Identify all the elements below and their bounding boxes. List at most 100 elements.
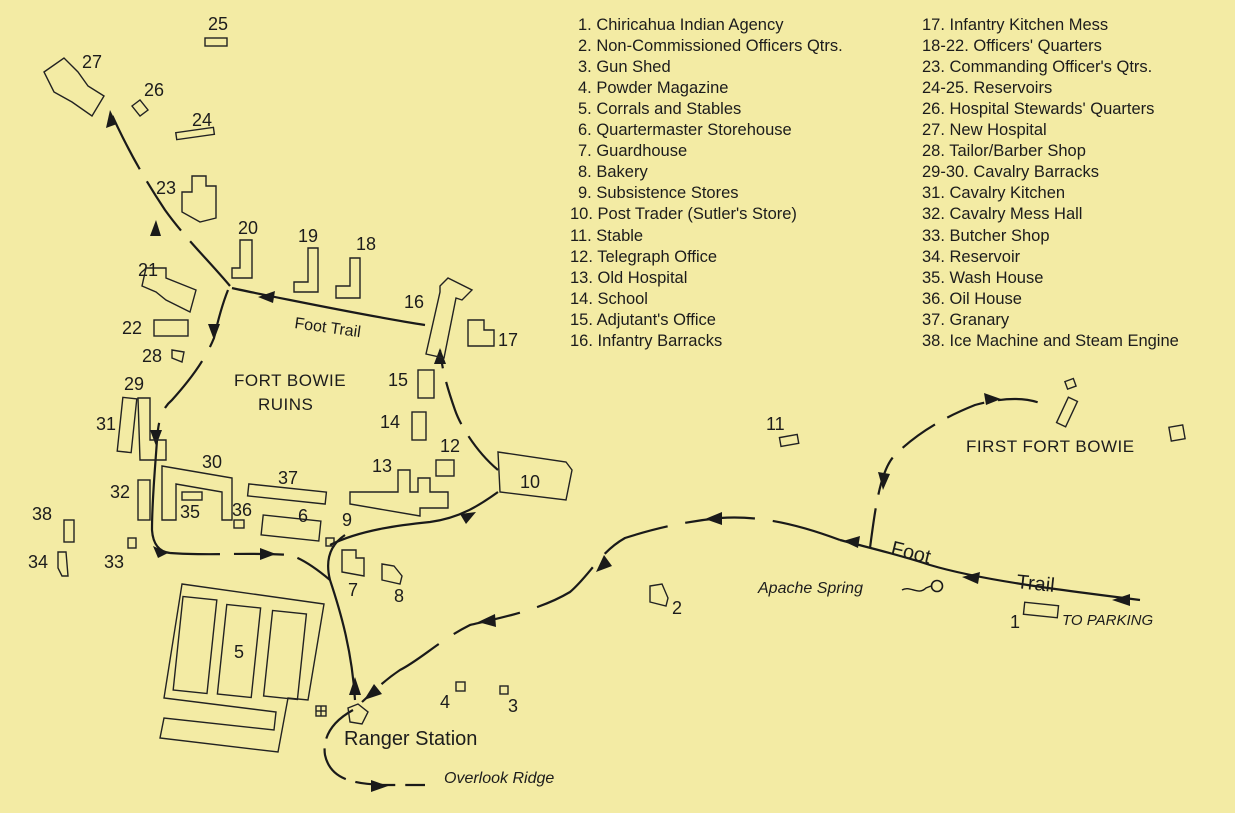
num-17: 17: [498, 330, 518, 350]
num-25: 25: [208, 14, 228, 34]
legend-item: 15. Adjutant's Office: [570, 311, 716, 329]
building-33: [127, 537, 137, 549]
legend-column-2: 17. Infantry Kitchen Mess 18-22. Officer…: [922, 16, 1179, 350]
legend-item: 29-30. Cavalry Barracks: [922, 163, 1099, 181]
legend-item: 4. Powder Magazine: [578, 79, 728, 97]
legend-item: 36. Oil House: [922, 290, 1022, 308]
num-4: 4: [440, 692, 450, 712]
legend-item: 33. Butcher Shop: [922, 227, 1050, 245]
num-30: 30: [202, 452, 222, 472]
fort-bowie-label: FORT BOWIE: [234, 371, 346, 390]
legend-item: 14. School: [570, 290, 648, 308]
arrow-to-16: [434, 348, 446, 364]
num-13: 13: [372, 456, 392, 476]
num-8: 8: [394, 586, 404, 606]
num-2: 2: [672, 598, 682, 618]
arrow-to-10: [460, 512, 476, 524]
trail-16-to-west: [231, 286, 426, 327]
legend-item: 37. Granary: [922, 311, 1010, 329]
building-36: [233, 519, 245, 529]
num-22: 22: [122, 318, 142, 338]
num-10: 10: [520, 472, 540, 492]
building-30: [161, 465, 233, 521]
num-31: 31: [96, 414, 116, 434]
legend-item: 11. Stable: [570, 227, 643, 245]
building-35: [181, 491, 203, 501]
trail-arrows: [106, 110, 1130, 792]
arrow-foot-trail: [258, 291, 275, 303]
num-14: 14: [380, 412, 400, 432]
building-5-corrals: [159, 583, 325, 753]
arrow-overlook: [371, 780, 388, 792]
ranger-station-label: Ranger Station: [344, 728, 477, 750]
trail-west-south: [155, 289, 230, 441]
legend-item: 35. Wash House: [922, 269, 1043, 287]
building-18: [335, 257, 361, 299]
building-numbers: 25 27 26 24 23 20 19 18 21 22 28 29 31 3…: [28, 14, 1020, 716]
trail-from-parking: [839, 538, 1141, 602]
num-20: 20: [238, 218, 258, 238]
num-9: 9: [342, 510, 352, 530]
trail-9-to-10: [329, 491, 499, 546]
building-10: [497, 451, 573, 501]
legend: 1. Chiricahua Indian Agency 2. Non-Commi…: [570, 16, 1179, 350]
first-fort-building-a: [1063, 377, 1077, 391]
building-26: [131, 99, 149, 117]
num-38: 38: [32, 504, 52, 524]
ruins-label: RUINS: [258, 395, 313, 414]
apache-spring-icon: [930, 579, 944, 593]
num-18: 18: [356, 234, 376, 254]
num-21: 21: [138, 260, 158, 280]
building-3: [499, 685, 509, 695]
num-12: 12: [440, 436, 460, 456]
building-22: [153, 319, 189, 337]
arrow-first-fort: [984, 393, 1001, 405]
num-34: 34: [28, 552, 48, 572]
num-36: 36: [232, 500, 252, 520]
building-7: [341, 549, 365, 577]
building-37: [246, 483, 328, 505]
buildings: [43, 37, 1186, 753]
arrow-cavalry: [153, 546, 168, 558]
first-fort-building-c: [1168, 424, 1186, 442]
building-11: [778, 433, 800, 448]
building-6: [260, 514, 322, 542]
building-2: [649, 583, 669, 607]
trail-to-7: [169, 551, 331, 581]
building-28: [171, 349, 185, 363]
arrow-west-2: [596, 555, 612, 572]
legend-item: 9. Subsistence Stores: [578, 184, 739, 202]
legend-item: 2. Non-Commissioned Officers Qtrs.: [578, 37, 843, 55]
arrow-to-7: [260, 548, 276, 560]
arrow-south-2: [150, 430, 162, 446]
building-15: [417, 369, 435, 399]
first-fort-building-b: [1055, 396, 1079, 428]
legend-column-1: 1. Chiricahua Indian Agency 2. Non-Commi…: [570, 16, 843, 350]
num-29: 29: [124, 374, 144, 394]
building-25: [204, 37, 228, 47]
building-20: [231, 239, 253, 279]
to-parking-label: TO PARKING: [1062, 612, 1153, 629]
building-24: [174, 126, 216, 141]
num-24: 24: [192, 110, 212, 130]
legend-item: 6. Quartermaster Storehouse: [578, 121, 792, 139]
apache-spring-spur: [901, 585, 932, 592]
num-33: 33: [104, 552, 124, 572]
arrow-east-trail: [962, 572, 980, 584]
legend-item: 16. Infantry Barracks: [570, 332, 722, 350]
trail-ranger-to-ruins: [327, 534, 357, 701]
legend-item: 24-25. Reservoirs: [922, 79, 1052, 97]
num-23: 23: [156, 178, 176, 198]
first-fort-bowie-label: FIRST FORT BOWIE: [966, 437, 1135, 456]
legend-item: 18-22. Officers' Quarters: [922, 37, 1102, 55]
trail-first-fort-branch: [868, 397, 1051, 549]
building-19: [293, 247, 319, 293]
trail-north-to-27: [110, 114, 231, 287]
grid-box-icon: [315, 705, 327, 717]
legend-item: 34. Reservoir: [922, 248, 1021, 266]
arrow-west-3: [478, 614, 496, 627]
building-27: [43, 57, 105, 118]
num-27: 27: [82, 52, 102, 72]
building-8: [381, 563, 403, 585]
arrow-to-27: [106, 110, 117, 128]
